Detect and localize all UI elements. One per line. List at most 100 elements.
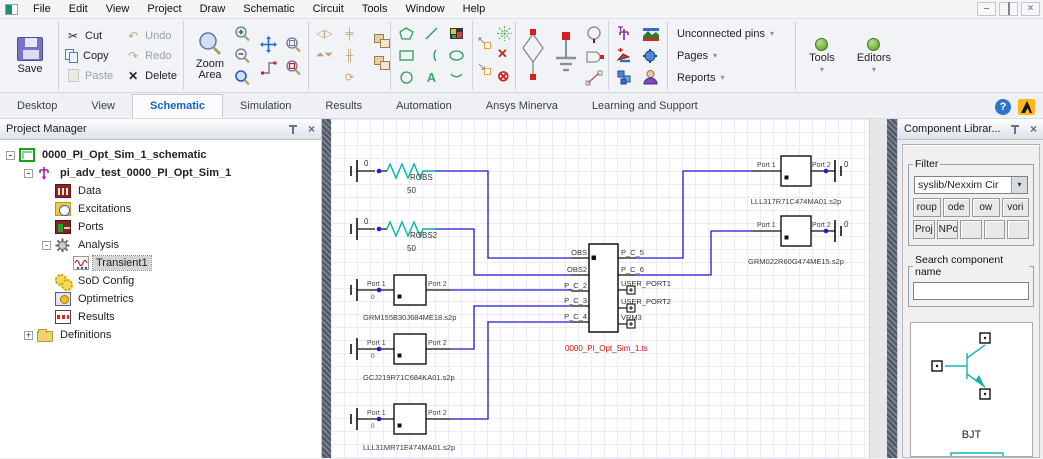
schematic-canvas[interactable]: 0 ROBS 50 0 ROBS2 50 bbox=[331, 119, 869, 458]
menu-edit[interactable]: Edit bbox=[68, 3, 88, 15]
lamp-button[interactable] bbox=[585, 25, 603, 45]
scale-down-button[interactable]: ↖ bbox=[476, 35, 491, 49]
wire-pc6-to-grm022[interactable] bbox=[636, 230, 751, 276]
filter-favorites-button[interactable]: vori bbox=[1001, 198, 1029, 217]
filter-blank2-button[interactable] bbox=[983, 220, 1006, 239]
pan-button[interactable] bbox=[260, 35, 278, 53]
draw-arc-button[interactable] bbox=[424, 49, 439, 62]
tree-item-ports[interactable]: Ports bbox=[0, 218, 321, 236]
component-gcj219[interactable]: Port 1 0 Port 2 GCJ219R71C684KA01.s2p bbox=[350, 333, 455, 382]
tools-dropdown[interactable]: Tools ▾ bbox=[799, 37, 845, 74]
wire-robs-to-obs[interactable] bbox=[435, 170, 571, 259]
draw-arc-bottom-button[interactable] bbox=[449, 71, 464, 84]
menu-tools[interactable]: Tools bbox=[361, 3, 388, 15]
filter-models-button[interactable]: ode bbox=[942, 198, 970, 217]
zoom-out-button[interactable] bbox=[233, 47, 251, 64]
expand-icon[interactable]: + bbox=[24, 329, 33, 340]
close-icon[interactable]: × bbox=[307, 122, 315, 136]
unconnected-pins-dropdown[interactable]: Unconnected pins▾ bbox=[676, 27, 775, 40]
probe-button[interactable] bbox=[519, 28, 547, 84]
tree-item-analysis[interactable]: - Analysis bbox=[0, 236, 321, 254]
undo-button[interactable]: ↶Undo bbox=[122, 26, 180, 46]
snap-grid-button[interactable] bbox=[496, 26, 512, 41]
tree-item-sod-config[interactable]: SoD Config bbox=[0, 272, 321, 291]
editors-dropdown[interactable]: Editors ▾ bbox=[851, 37, 897, 74]
ground-button[interactable] bbox=[553, 28, 579, 84]
menu-file[interactable]: File bbox=[33, 3, 51, 15]
menu-window[interactable]: Window bbox=[405, 3, 445, 15]
close-icon[interactable]: × bbox=[1029, 122, 1037, 136]
zoom-fit-button[interactable] bbox=[233, 69, 251, 86]
wire-lll31m-to-pc4[interactable] bbox=[451, 321, 571, 420]
filter-blank1-button[interactable] bbox=[960, 220, 982, 239]
redo-button[interactable]: ↷Redo bbox=[122, 46, 180, 66]
filter-nport-button[interactable]: NPo bbox=[936, 220, 959, 239]
draw-polygon-button[interactable] bbox=[399, 27, 414, 40]
tree-item-excitations[interactable]: Excitations bbox=[0, 200, 321, 218]
close-button[interactable]: × bbox=[1021, 2, 1040, 16]
subcircuit-button[interactable] bbox=[616, 69, 633, 85]
tree-item-definitions[interactable]: + Definitions bbox=[24, 328, 112, 342]
delete-button[interactable]: ✕Delete bbox=[122, 66, 180, 86]
draw-rectangle-button[interactable] bbox=[399, 49, 414, 62]
wire-gcj219-to-pc3[interactable] bbox=[451, 305, 571, 350]
resistor-robs2[interactable]: 0 ROBS2 50 bbox=[350, 217, 438, 253]
tree-item-optimetrics[interactable]: Optimetrics bbox=[0, 290, 321, 308]
right-splitter[interactable] bbox=[887, 119, 897, 458]
flip-horizontal-button[interactable]: ◁▷ bbox=[315, 28, 333, 40]
canvas-vertical-scrollbar[interactable] bbox=[869, 119, 887, 458]
wire-pc5-to-lll317[interactable] bbox=[636, 170, 751, 259]
collapse-icon[interactable]: - bbox=[24, 168, 33, 178]
menu-view[interactable]: View bbox=[105, 3, 130, 15]
save-button[interactable]: Save bbox=[5, 36, 55, 75]
tab-schematic[interactable]: Schematic bbox=[132, 94, 224, 118]
tree-item-design[interactable]: - pi_adv_test_0000_PI_Opt_Sim_1 bbox=[0, 164, 321, 182]
tree-item-project[interactable]: - 0000_PI_Opt_Sim_1_schematic bbox=[0, 146, 321, 164]
help-button[interactable]: ? bbox=[995, 99, 1011, 115]
component-wizard-button[interactable] bbox=[642, 48, 659, 64]
collapse-icon[interactable]: - bbox=[6, 150, 15, 160]
tree-item-data[interactable]: Data bbox=[0, 182, 321, 200]
filter-blank3-button[interactable] bbox=[1007, 220, 1029, 239]
align-vertical-button[interactable]: ╫ bbox=[345, 49, 354, 62]
zoom-selection-button[interactable] bbox=[284, 59, 302, 76]
wire-robs2-to-obs2[interactable] bbox=[435, 228, 571, 276]
tab-simulation[interactable]: Simulation bbox=[240, 100, 292, 112]
component-grm022[interactable]: Port 1 Port 2 0 GRM022R60G474ME15.s2p bbox=[748, 215, 849, 266]
tab-results[interactable]: Results bbox=[325, 100, 363, 112]
menu-project[interactable]: Project bbox=[147, 3, 182, 15]
menu-schematic[interactable]: Schematic bbox=[243, 3, 295, 15]
tab-learning-support[interactable]: Learning and Support bbox=[591, 100, 698, 112]
cut-button[interactable]: ✂Cut bbox=[62, 26, 116, 46]
push-excitation-button[interactable] bbox=[616, 47, 633, 64]
component-main-nport[interactable]: OBS OBS2 P_C_2 P_C_3 P_C_4 P_C_5 P_C_6 U… bbox=[564, 243, 671, 353]
tree-item-results[interactable]: Results bbox=[0, 308, 321, 326]
interface-port-button[interactable] bbox=[585, 70, 603, 86]
pin-icon[interactable] bbox=[288, 124, 298, 135]
left-splitter[interactable] bbox=[322, 119, 331, 458]
scale-up-button[interactable]: ↘ bbox=[476, 61, 491, 75]
pin-icon[interactable] bbox=[1010, 124, 1020, 135]
filter-show-button[interactable]: ow bbox=[972, 198, 1000, 217]
component-lll317[interactable]: Port 1 Port 2 0 LLL317R71C474MA01.s2p bbox=[751, 155, 849, 206]
partial-next-symbol[interactable] bbox=[911, 451, 1033, 457]
add-netlist-probe-button[interactable] bbox=[616, 26, 633, 43]
port-button[interactable] bbox=[585, 50, 605, 64]
reports-dropdown[interactable]: Reports▾ bbox=[676, 71, 725, 84]
pages-dropdown[interactable]: Pages▾ bbox=[676, 49, 718, 62]
align-horizontal-button[interactable]: ╪ bbox=[345, 27, 354, 40]
component-lll31m[interactable]: Port 1 0 Port 2 LLL31MR71E474MA01.s2p bbox=[350, 403, 455, 452]
insert-image-button[interactable] bbox=[449, 27, 464, 40]
resistor-robs[interactable]: 0 ROBS 50 bbox=[350, 159, 435, 195]
paste-button[interactable]: Paste bbox=[62, 66, 116, 86]
delete-all-button[interactable]: ⊗ bbox=[496, 68, 510, 85]
zoom-in-button[interactable] bbox=[233, 25, 251, 42]
tree-item-transient1[interactable]: Transient1 bbox=[0, 254, 321, 272]
delete-selection-button[interactable]: ✕ bbox=[496, 46, 508, 61]
bjt-symbol[interactable] bbox=[911, 327, 1033, 427]
component-grm155[interactable]: Port 1 0 Port 2 GRM155B30J684ME18.s2p bbox=[350, 274, 456, 322]
draw-text-button[interactable]: A bbox=[426, 70, 437, 85]
tab-view[interactable]: View bbox=[91, 100, 116, 112]
route-wire-button[interactable] bbox=[260, 59, 277, 76]
flip-vertical-button[interactable]: ⏶⏷ bbox=[315, 49, 334, 61]
